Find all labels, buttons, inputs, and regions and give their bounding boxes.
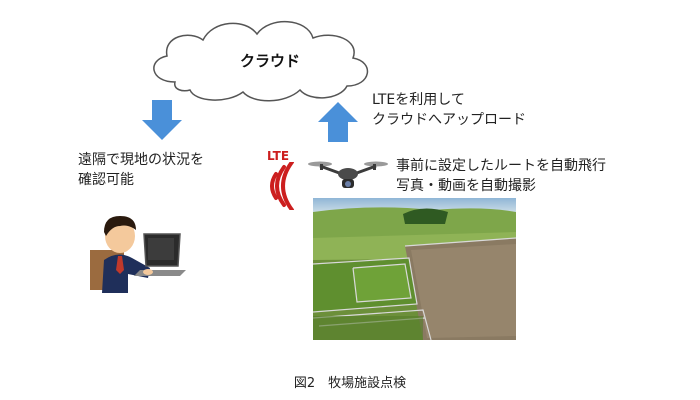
drone-line-1: 事前に設定したルートを自動飛行 bbox=[396, 158, 606, 174]
upload-line-2: クラウドへアップロード bbox=[372, 112, 526, 128]
pasture-aerial-photo bbox=[313, 198, 516, 340]
upload-description: LTEを利用して クラウドへアップロード bbox=[372, 90, 526, 130]
download-arrow-icon bbox=[142, 100, 182, 140]
cloud-label: クラウド bbox=[239, 52, 300, 70]
lte-signal-icon bbox=[270, 162, 294, 210]
upload-arrow-icon bbox=[318, 102, 358, 142]
drone-description: 事前に設定したルートを自動飛行 写真・動画を自動撮影 bbox=[396, 156, 606, 196]
drone-icon bbox=[308, 161, 388, 188]
user-at-laptop-icon bbox=[90, 216, 186, 293]
lte-label: LTE bbox=[267, 149, 290, 163]
remote-line-2: 確認可能 bbox=[78, 172, 134, 188]
cloud-shape bbox=[153, 20, 369, 102]
drone-line-2: 写真・動画を自動撮影 bbox=[396, 178, 536, 194]
figure-caption: 図2 牧場施設点検 bbox=[293, 376, 407, 391]
upload-line-1: LTEを利用して bbox=[372, 92, 465, 108]
remote-check-description: 遠隔で現地の状況を 確認可能 bbox=[78, 150, 204, 190]
remote-line-1: 遠隔で現地の状況を bbox=[78, 152, 204, 168]
